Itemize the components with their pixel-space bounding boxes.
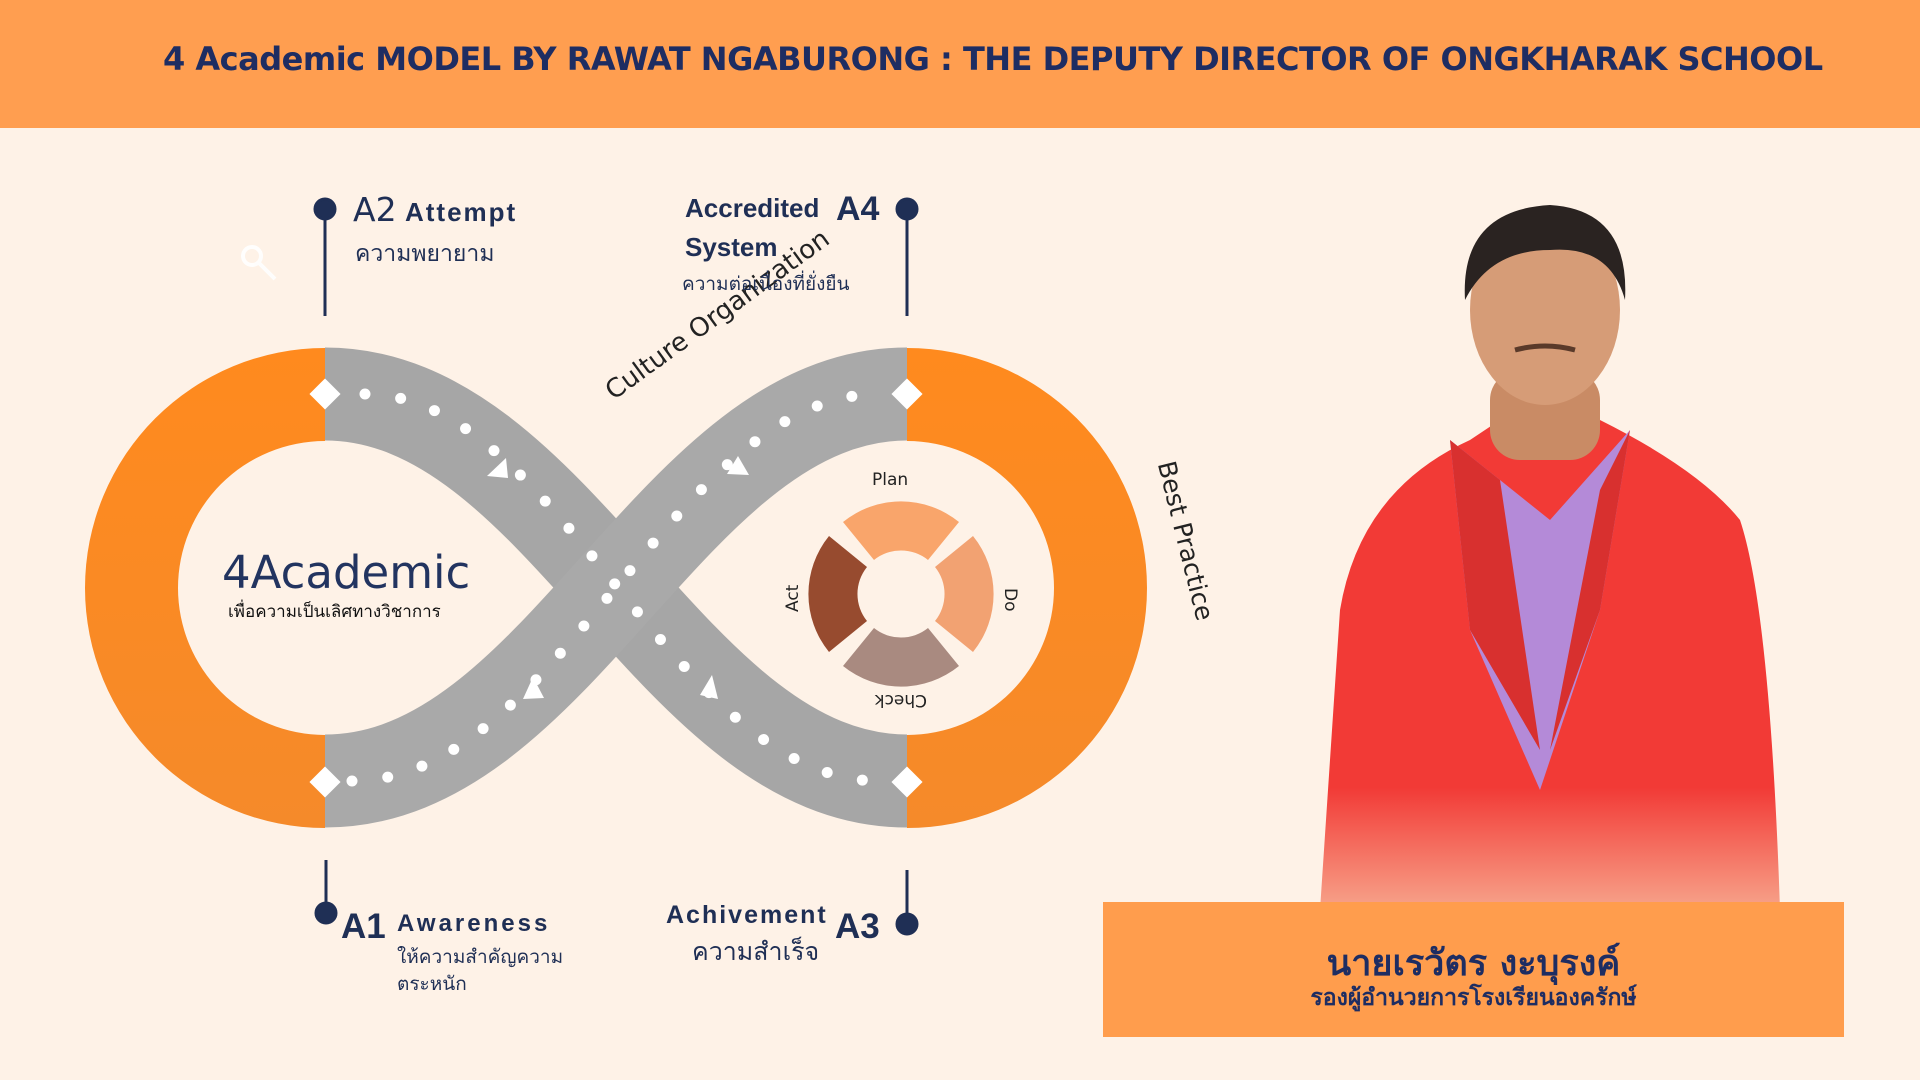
step-a1-code: A1 [341,907,386,946]
header-banner: 4 Academic MODEL BY RAWAT NGABURONG : TH… [0,0,1920,128]
pdca-plan-label: Plan [872,470,909,490]
model-center-subtitle: เพื่อความเป็นเลิศทางวิชาการ [228,602,441,622]
step-a4-title-line1: Accredited [685,193,820,223]
step-a1-thai-line2: ตระหนัก [397,973,467,995]
name-plate: นายเรวัตร งะบุรงค์ รองผู้อำนวยการโรงเรีย… [1103,902,1844,1037]
page-title: 4 Academic MODEL BY RAWAT NGABURONG : TH… [163,40,1823,78]
person-role: รองผู้อำนวยการโรงเรียนองครักษ์ [1310,985,1637,1011]
step-a4-thai: ความต่อเนื่องที่ยั่งยืน [682,273,850,295]
pdca-check-segment [843,628,959,687]
pdca-act-label: Act [783,584,803,612]
step-a1-thai-line1: ให้ความสำคัญความ [397,946,564,968]
step-a3-title: Achivement [666,901,828,929]
model-center-title: 4Academic [222,546,471,599]
search-icon [241,245,277,281]
step-a2-thai: ความพยายาม [355,241,495,267]
pdca-cycle [808,501,994,687]
right-loop-ring [907,348,1147,828]
pdca-act-segment [808,536,867,652]
step-pins [313,197,919,936]
road-dots [359,388,886,787]
step-a1-title: Awareness [397,910,551,937]
direction-arrows [487,456,749,699]
portrait-photo [1320,205,1780,910]
step-a2-title: Attempt [405,197,518,227]
pdca-do-segment [935,536,994,652]
step-a3-thai: ความสำเร็จ [692,937,820,966]
step-a2-code: A2 [353,190,397,229]
step-a4-title-line2: System [685,232,778,262]
person-name: นายเรวัตร งะบุรงค์ [1326,943,1621,984]
step-a3-code: A3 [835,907,880,946]
step-a4-code: A4 [836,190,880,228]
pdca-plan-segment [843,501,959,560]
pdca-do-label: Do [1000,588,1020,612]
left-loop-ring [85,348,325,828]
pdca-check-label: Check [874,690,927,710]
